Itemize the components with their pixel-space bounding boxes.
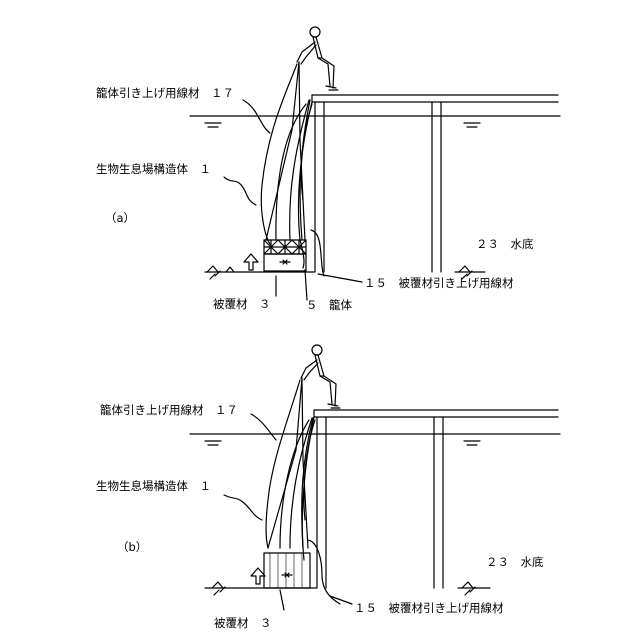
cage-lift-wires-b (266, 378, 315, 548)
label-cover-lift-wire-b: １５ 被覆材引き上げ用線材 (354, 601, 504, 615)
label-cage-lift-wire-b: 籠体引き上げ用線材 １７ (100, 403, 238, 417)
lift-arrow-a (244, 254, 258, 270)
water-surface-b (190, 434, 560, 445)
water-surface-a (190, 116, 560, 127)
cage-body-b (264, 553, 310, 588)
label-habitat-structure-a: 生物生息場構造体 １ (96, 162, 211, 176)
figure-b: 籠体引き上げ用線材 １７ 生物生息場構造体 １ （b） ２３ 水底 １５ 被覆材… (96, 345, 560, 630)
worker-figure-b (301, 345, 340, 408)
label-cage-lift-wire-a: 籠体引き上げ用線材 １７ (96, 86, 234, 100)
cage-body-a (264, 240, 306, 254)
label-cage-body-a: ５ 籠体 (306, 298, 352, 312)
worker-figure-a (297, 27, 338, 90)
label-habitat-structure-b: 生物生息場構造体 １ (96, 479, 211, 493)
label-cover-material-a: 被覆材 ３ (213, 297, 271, 311)
lift-arrow-b (251, 568, 265, 584)
panel-label-a: （a） (105, 211, 135, 225)
label-water-bottom-b: ２３ 水底 (486, 555, 544, 569)
cage-lift-wires-a (261, 62, 312, 244)
cover-lift-wire-b (302, 417, 340, 604)
label-cover-material-b: 被覆材 ３ (214, 616, 272, 630)
panel-label-b: （b） (117, 540, 147, 554)
cover-material-a (264, 254, 306, 271)
leader-lines-b (224, 414, 352, 610)
seabed-b (205, 582, 490, 595)
figure-a: 籠体引き上げ用線材 １７ 生物生息場構造体 １ （a） ２３ 水底 １５ 被覆材… (96, 27, 560, 312)
label-cover-lift-wire-a: １５ 被覆材引き上げ用線材 (364, 276, 514, 290)
label-water-bottom-a: ２３ 水底 (476, 237, 534, 251)
leader-lines-a (224, 100, 362, 300)
